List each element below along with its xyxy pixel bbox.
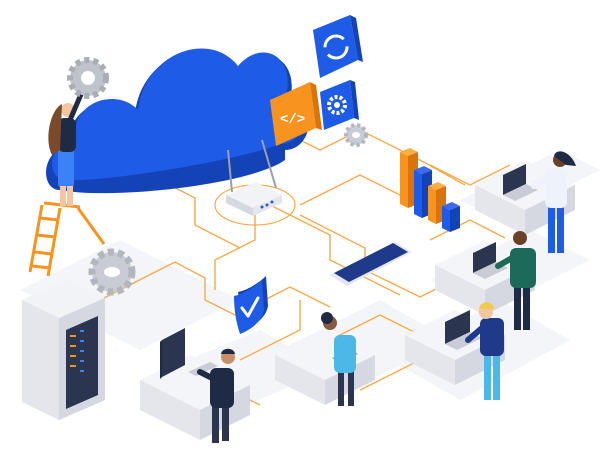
gear-icon: [344, 123, 368, 147]
gear-icon: [67, 57, 109, 99]
shield-check-icon: [234, 276, 268, 334]
cloud-icon: [46, 48, 309, 194]
laptop-icon: [503, 164, 538, 201]
person-right-bottom: [465, 302, 504, 400]
gear-icon: [320, 80, 359, 130]
person-right-middle: [495, 231, 536, 330]
person-center: [321, 312, 356, 406]
server-rack-icon: [22, 280, 105, 420]
person-front-left: [197, 348, 235, 443]
sync-icon: [313, 15, 363, 78]
router-icon: [214, 139, 296, 226]
code-icon: </>: [270, 82, 322, 146]
desktop-monitor-icon: [160, 328, 218, 379]
person-on-ladder: [48, 89, 85, 206]
svg-text:</>: </>: [280, 112, 305, 128]
bar-chart-icon: [400, 148, 460, 232]
smartphone-icon: [330, 242, 412, 286]
gear-icon: [88, 248, 136, 296]
person-right-top: [531, 151, 576, 253]
